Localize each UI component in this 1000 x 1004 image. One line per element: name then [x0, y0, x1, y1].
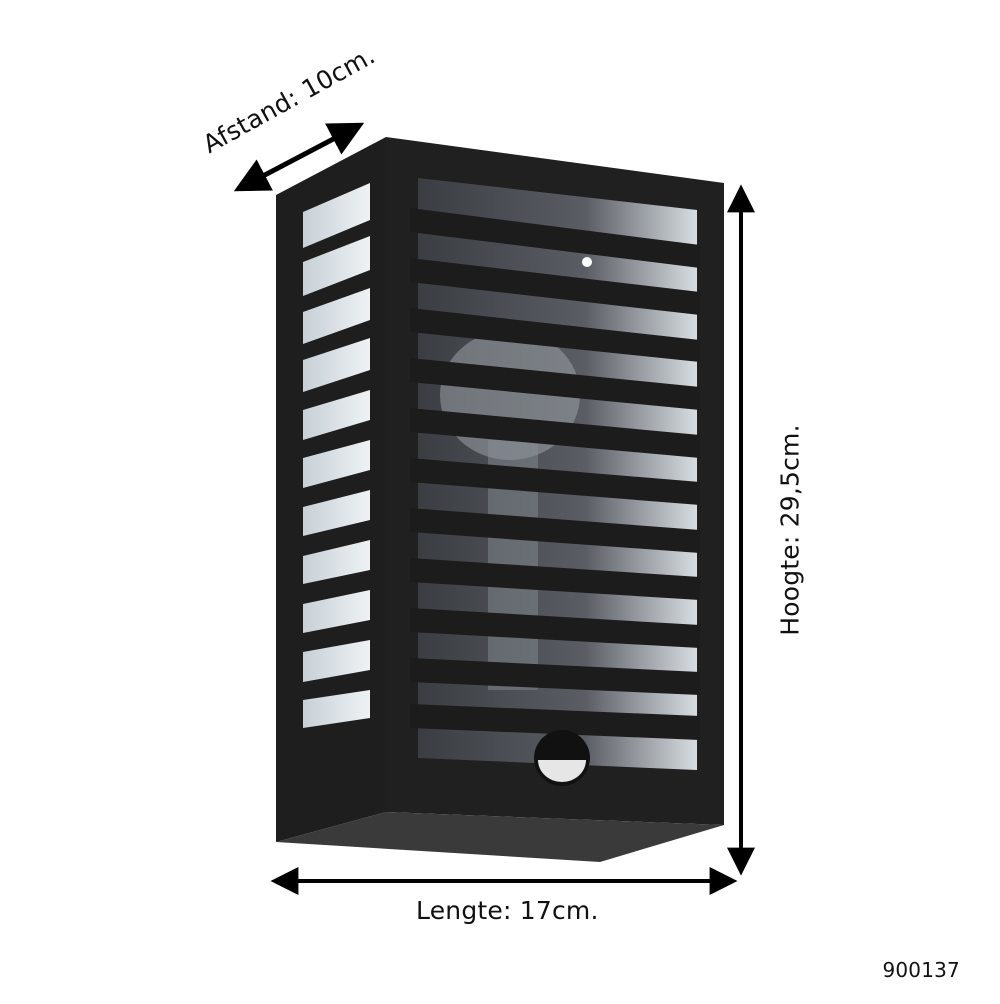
side-windows [303, 183, 370, 728]
depth-arrow [233, 122, 365, 192]
length-label: Lengte: 17cm. [416, 896, 599, 925]
motion-sensor [534, 730, 590, 786]
front-slats [410, 208, 700, 740]
product-code: 900137 [882, 958, 960, 982]
height-label: Hoogte: 29,5cm. [775, 424, 805, 636]
lamp-bottom [276, 812, 724, 862]
